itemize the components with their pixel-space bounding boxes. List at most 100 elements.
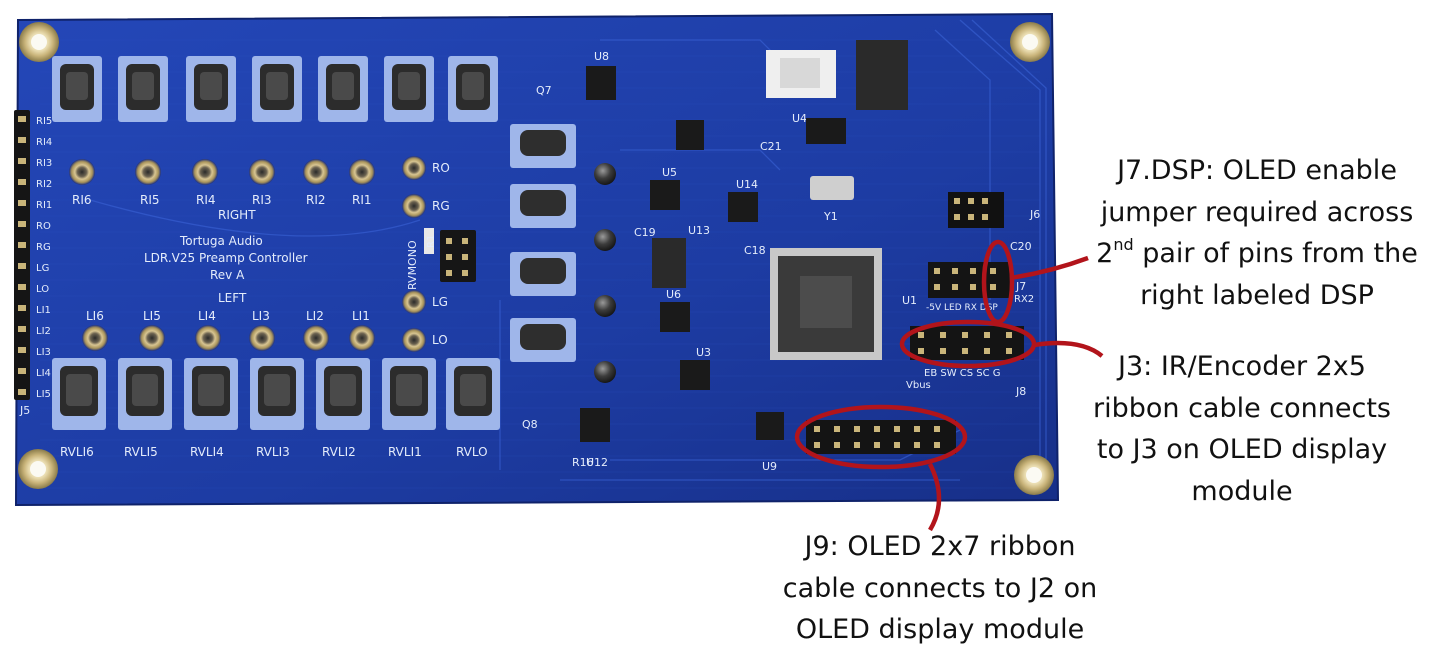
j3-callout-line2: ribbon cable connects [1092,392,1391,424]
svg-text:RI4: RI4 [36,137,52,148]
revision-label: Rev A [210,268,245,282]
svg-text:LI3: LI3 [252,309,270,323]
svg-text:LO: LO [432,333,448,347]
j3-callout-line1: J3: IR/Encoder 2x5 [1118,351,1366,382]
middle-components [510,124,616,383]
svg-text:J6: J6 [1029,208,1040,221]
svg-text:J8: J8 [1015,385,1026,398]
j5-pin-labels: RI5 RI4 RI3 RI2 RI1 RO RG LG LO LI1 LI2 … [36,116,52,400]
svg-text:R1: R1 [426,235,437,248]
bottom-module-labels: RVLI6 RVLI5 RVLI4 RVLI3 RVLI2 RVLI1 RVLO [60,445,488,459]
right-input-jacks [69,159,375,185]
j3-header: EB SW CS SC G Vbus [906,326,1024,391]
j5-label: J5 [19,404,30,417]
svg-text:RI4: RI4 [196,193,216,207]
top-right-parts [766,40,1004,228]
j9-highlight-ring [794,404,968,470]
j3-leader-line [1033,340,1104,358]
svg-text:LI1: LI1 [352,309,370,323]
svg-text:LI6: LI6 [86,309,104,323]
svg-text:RI2: RI2 [306,193,326,207]
svg-text:RI6: RI6 [72,193,92,207]
j9-leader-line [927,462,942,532]
svg-text:RI2: RI2 [36,179,52,190]
svg-text:RX2: RX2 [1014,294,1034,305]
svg-text:RI5: RI5 [36,116,52,127]
svg-text:EB SW CS SC G: EB SW CS SC G [924,368,1001,379]
svg-text:RI3: RI3 [252,193,272,207]
svg-text:RO: RO [36,221,51,232]
j3-callout-line4: module [1191,475,1293,507]
svg-text:U8: U8 [594,50,609,63]
j9-header [806,420,956,454]
svg-text:U13: U13 [688,224,710,237]
j7-callout-line4: right labeled DSP [1140,279,1374,311]
j3-callout-line3: to J3 on OLED display [1096,434,1388,465]
svg-text:LI5: LI5 [36,389,51,400]
svg-text:LI5: LI5 [143,309,161,323]
section-left-label: LEFT [218,291,247,305]
svg-text:LG: LG [36,263,49,274]
svg-text:U5: U5 [662,166,677,179]
main-mcu [770,248,882,360]
svg-text:U12: U12 [586,456,608,469]
output-jacks [402,156,426,352]
rvmono-jumper: RVMONO R1 [406,228,476,290]
svg-text:RO: RO [432,161,450,175]
bottom-ldr-modules [52,358,500,430]
left-input-jacks [82,325,375,351]
svg-text:RVLI3: RVLI3 [256,445,290,459]
svg-text:RVLI2: RVLI2 [322,445,356,459]
svg-text:RI5: RI5 [140,193,160,207]
svg-text:Vbus: Vbus [906,380,931,391]
svg-text:Y1: Y1 [823,210,838,223]
svg-text:RVLO: RVLO [456,445,488,459]
svg-text:U4: U4 [792,112,807,125]
svg-text:C18: C18 [744,244,766,257]
svg-text:RI1: RI1 [352,193,372,207]
model-label: LDR.V25 Preamp Controller [144,251,308,265]
svg-text:U14: U14 [736,178,758,191]
left-jack-labels: LI6 LI5 LI4 LI3 LI2 LI1 [86,309,370,323]
svg-text:-5V LED RX DSP: -5V LED RX DSP [926,303,998,313]
svg-text:R16: R16 [572,456,594,469]
svg-text:U1: U1 [902,294,917,307]
j7-header: -5V LED RX DSP [926,262,1010,313]
svg-text:U6: U6 [666,288,681,301]
svg-text:RG: RG [36,242,51,253]
output-jack-labels: RO RG LG LO [432,161,450,347]
j7-callout: J7.DSP: OLED enable jumper required acro… [1082,150,1432,316]
svg-text:LI3: LI3 [36,347,51,358]
svg-text:C21: C21 [760,140,782,153]
j7-callout-line1: J7.DSP: OLED enable [1117,155,1397,186]
small-ics [580,66,784,442]
j7-leader-line [1009,255,1089,281]
svg-text:RVMONO: RVMONO [406,240,419,290]
section-right-label: RIGHT [218,208,256,222]
j9-callout-line2: cable connects to J2 on [782,572,1098,604]
svg-text:U3: U3 [696,346,711,359]
svg-text:LO: LO [36,284,49,295]
svg-text:Q8: Q8 [522,418,538,431]
svg-text:RVLI1: RVLI1 [388,445,422,459]
svg-text:LI1: LI1 [36,305,51,316]
brand-label: Tortuga Audio [179,234,263,248]
svg-text:Q7: Q7 [536,84,552,97]
svg-text:LG: LG [432,295,448,309]
right-jack-labels: RI6 RI5 RI4 RI3 RI2 RI1 [72,193,372,207]
svg-text:RVLI6: RVLI6 [60,445,94,459]
svg-text:RI1: RI1 [36,200,52,211]
svg-text:LI2: LI2 [36,326,51,337]
j9-callout-line3: OLED display module [795,614,1085,645]
svg-text:RG: RG [432,199,450,213]
svg-text:LI4: LI4 [198,309,216,323]
svg-text:RVLI4: RVLI4 [190,445,224,459]
svg-text:RVLI5: RVLI5 [124,445,158,459]
j3-callout: J3: IR/Encoder 2x5 ribbon cable connects… [1080,346,1404,512]
svg-text:C20: C20 [1010,240,1032,253]
svg-text:LI2: LI2 [306,309,324,323]
j5-header: J5 [14,110,30,417]
j9-callout: J9: OLED 2x7 ribbon cable connects to J2… [770,526,1110,651]
j7-highlight-ring [981,239,1015,325]
